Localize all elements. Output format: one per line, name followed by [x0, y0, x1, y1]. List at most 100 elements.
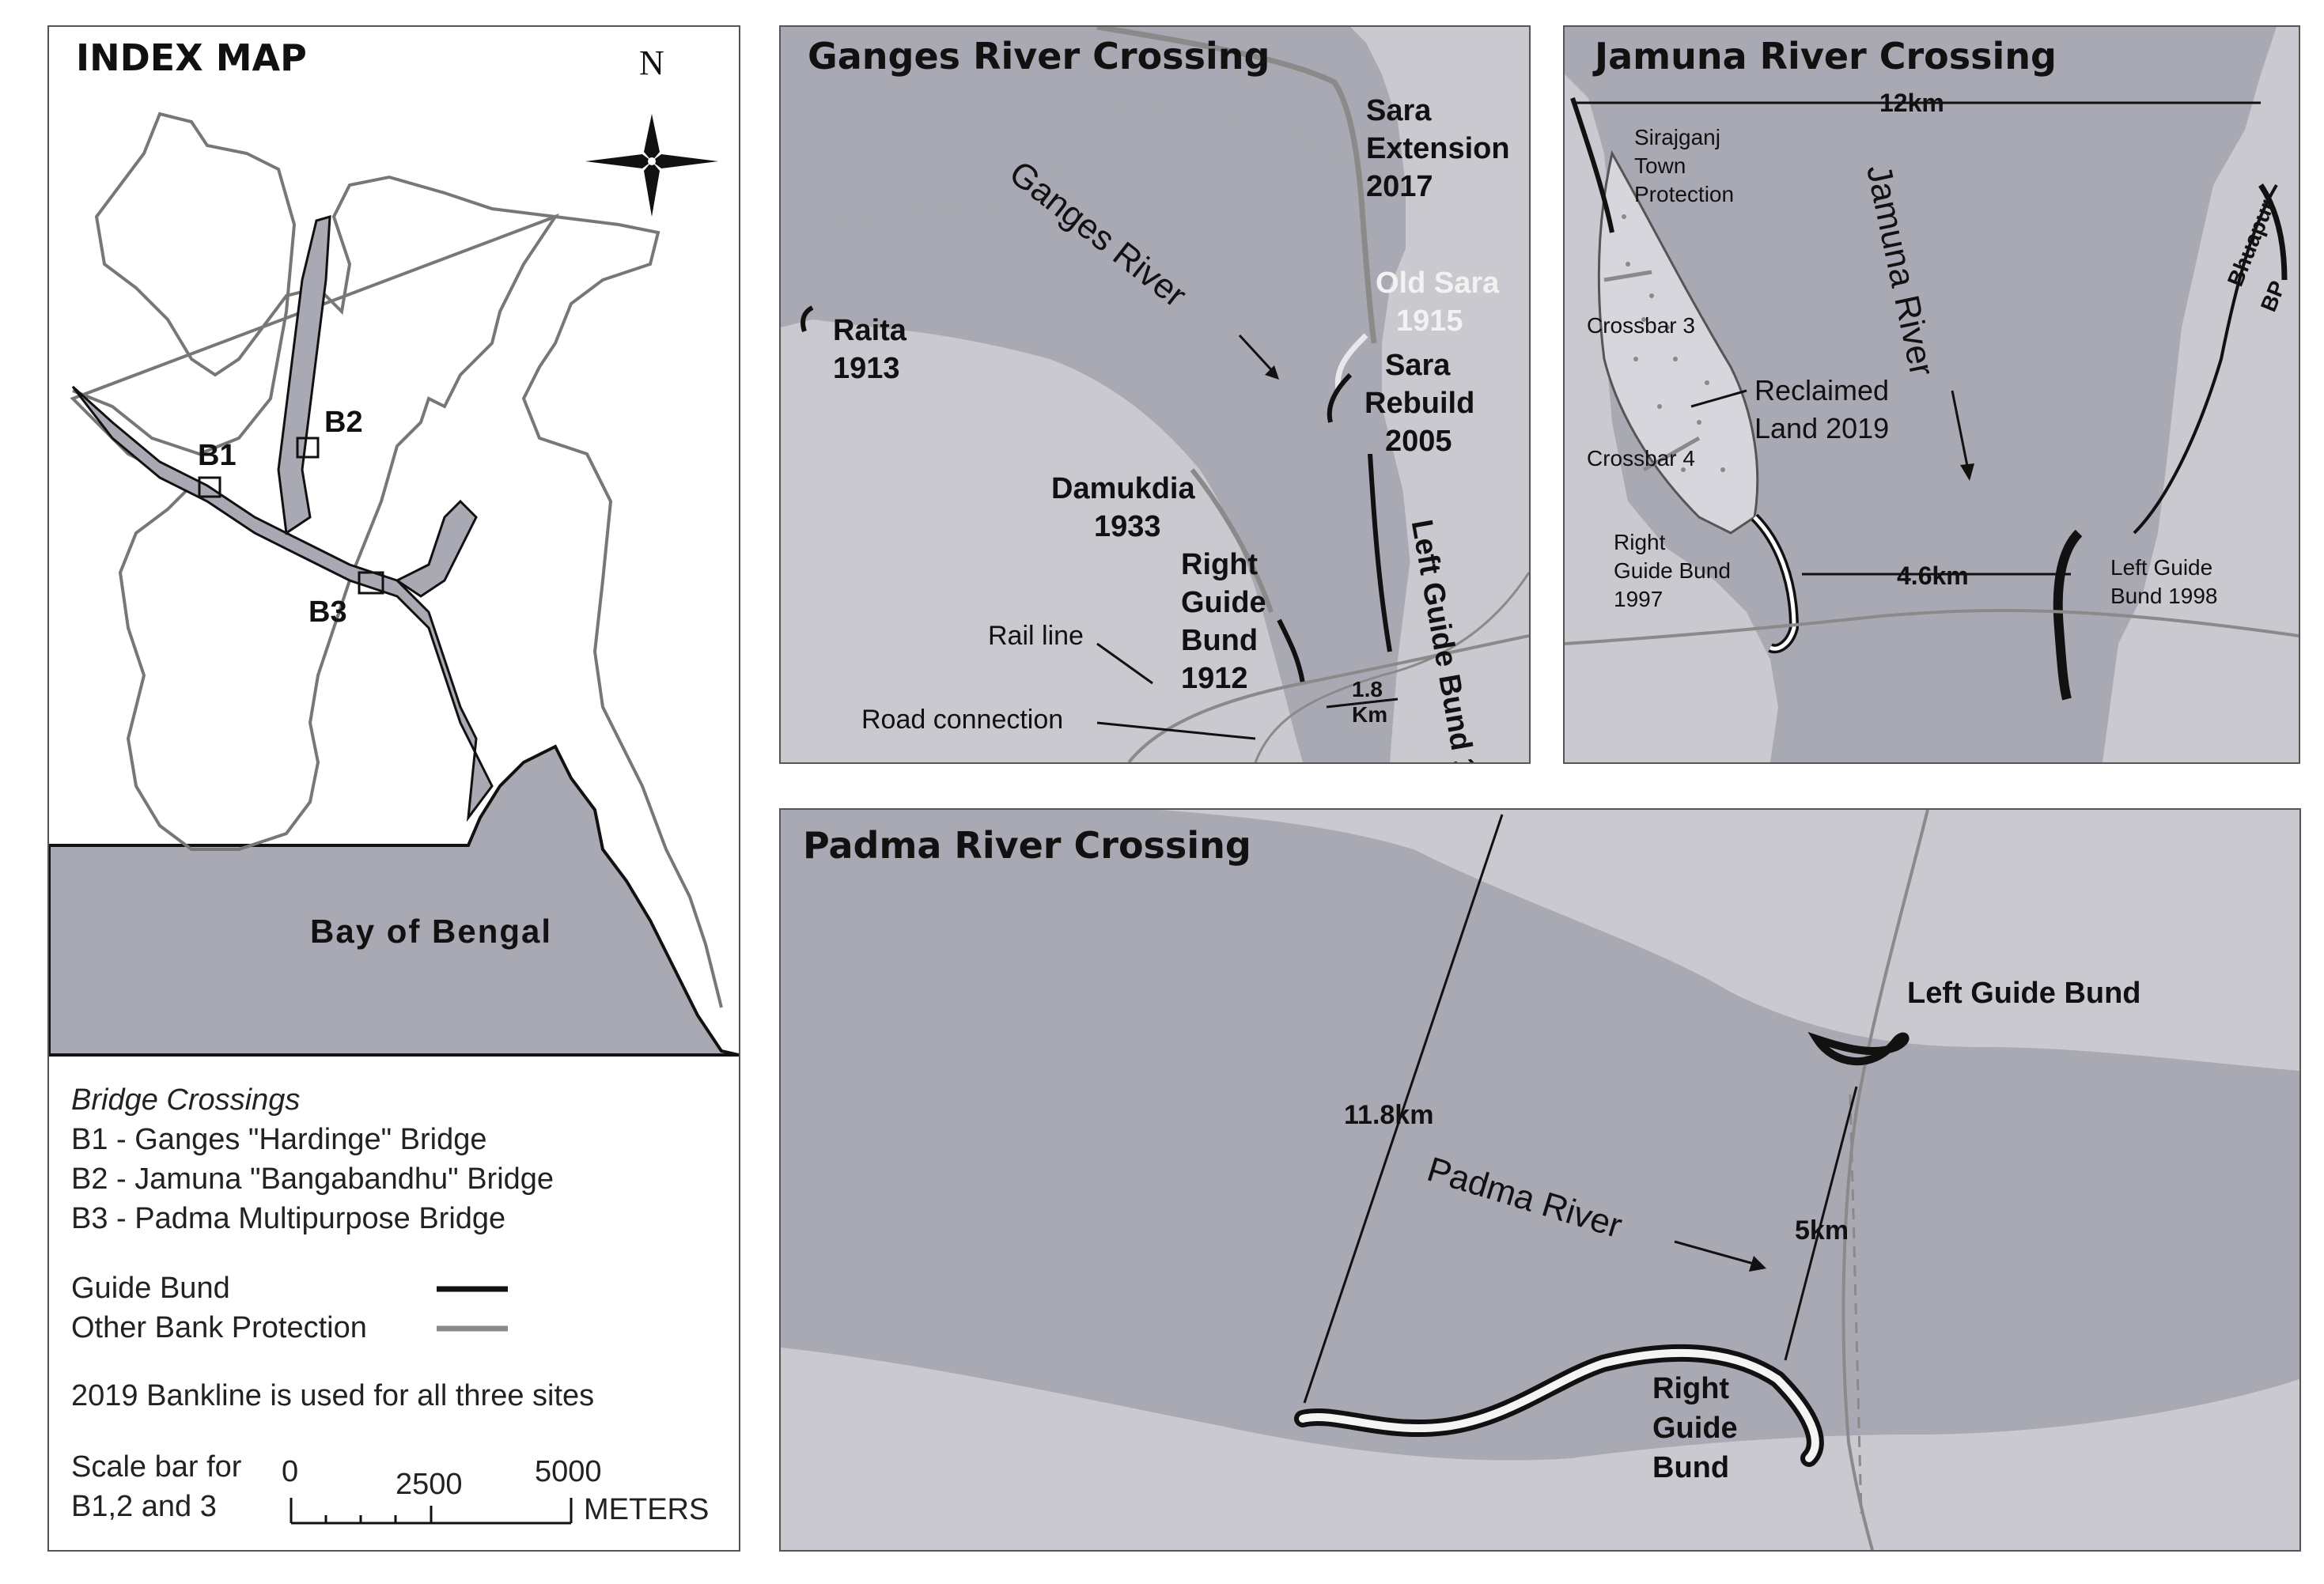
road-rail-line — [1565, 608, 2299, 645]
sara-ext-line2: Extension — [1366, 132, 1510, 165]
river-arrowhead-jamuna-icon — [1960, 463, 1974, 481]
damukdia-protection — [1190, 468, 1274, 613]
left-bank-land — [1366, 27, 1529, 762]
scale-tick-5000: 5000 — [535, 1455, 602, 1488]
legend-guide-bund: Guide Bund — [71, 1272, 230, 1305]
legend-item-b1: B1 - Ganges "Hardinge" Bridge — [71, 1123, 487, 1156]
river-arrow-jamuna — [1951, 390, 1970, 471]
country-outline — [70, 112, 723, 1008]
b2-location-box — [296, 437, 320, 459]
bay-of-bengal-label: Bay of Bengal — [310, 913, 553, 950]
width-label: 11.8km — [1344, 1100, 1434, 1130]
scale-tick-2500: 2500 — [396, 1468, 463, 1501]
reclaimed-line2: Land 2019 — [1754, 412, 1890, 444]
old-sara-protection — [1334, 333, 1368, 391]
jamuna-title: Jamuna River Crossing — [1595, 35, 2057, 77]
bay-of-bengal-water — [49, 744, 739, 1057]
damukdia-line2: 1933 — [1094, 510, 1161, 543]
right-guide-jamuna-line1: Right — [1614, 530, 1666, 554]
crossbar-3-label: Crossbar 3 — [1587, 313, 1695, 338]
right-bank-land — [781, 325, 1303, 762]
bridge-length-label: 5km — [1795, 1215, 1849, 1246]
width-line — [1303, 814, 1504, 1404]
old-sara-line2: 1915 — [1396, 304, 1463, 338]
legend-heading: Bridge Crossings — [71, 1083, 301, 1117]
scale-unit: METERS — [584, 1493, 710, 1526]
left-guide-bund-line — [1368, 453, 1392, 652]
rail-line-label: Rail line — [988, 621, 1084, 651]
padma-south-land — [781, 1348, 2299, 1550]
legend-item-b2: B2 - Jamuna "Bangabandhu" Bridge — [71, 1162, 555, 1196]
right-guide-line4: 1912 — [1181, 662, 1248, 695]
north-label: N — [639, 43, 664, 82]
padma-title: Padma River Crossing — [803, 824, 1251, 867]
road-leader — [1096, 721, 1256, 740]
jamuna-water — [1565, 27, 2277, 762]
meghna-river — [395, 499, 478, 598]
marker-b2: B2 — [324, 406, 363, 439]
reclaimed-land-stipple — [1622, 214, 1725, 472]
right-guide-bund-inner — [1753, 516, 1796, 651]
padma-water — [781, 810, 2299, 1461]
reclaimed-line1: Reclaimed — [1754, 374, 1890, 406]
north-arrow-icon — [585, 114, 718, 217]
river-arrow — [1238, 334, 1277, 376]
left-bank-protection — [2133, 183, 2278, 535]
sara-rebuild-guide — [1327, 372, 1353, 423]
sirajganj-line1: Sirajganj — [1634, 125, 1720, 149]
scale-caption-1: Scale bar for — [71, 1450, 242, 1484]
right-guide-bund-padma-inner — [1299, 1348, 1819, 1462]
index-map-panel: INDEX MAP N B1 B2 B3 Bay of Bengal Bridg… — [47, 25, 740, 1552]
damukdia-line1: Damukdia — [1051, 472, 1195, 505]
legend-item-b3: B3 - Padma Multipurpose Bridge — [71, 1202, 506, 1235]
sara-rebuild-line1: Sara — [1385, 349, 1451, 382]
old-sara-line1: Old Sara — [1376, 267, 1500, 300]
index-map-title: INDEX MAP — [76, 36, 307, 79]
jamuna-panel: Jamuna River Crossing 12km Sirajganj Tow… — [1563, 25, 2300, 764]
jamuna-river — [277, 214, 331, 535]
sirajganj-line3: Protection — [1634, 182, 1735, 206]
river-arrowhead-icon — [1265, 365, 1279, 380]
sara-rebuild-line2: Rebuild — [1364, 387, 1475, 420]
ganges-panel: Ganges River Crossing Ganges River Sara … — [779, 25, 1531, 764]
crossbar-4-label: Crossbar 4 — [1587, 446, 1695, 471]
ganges-padma-river — [71, 385, 494, 822]
ganges-map-graphic — [781, 27, 1529, 762]
reclaimed-land — [1597, 149, 1759, 535]
raita-line2: 1913 — [833, 352, 900, 385]
raita-guide — [801, 305, 814, 332]
distance-tick — [1326, 697, 1399, 709]
legend-other-protection: Other Bank Protection — [71, 1311, 367, 1344]
river-arrow-padma — [1674, 1240, 1754, 1265]
scale-caption-2: B1,2 and 3 — [71, 1490, 217, 1523]
road-connection-label: Road connection — [861, 705, 1064, 735]
bankline-note: 2019 Bankline is used for all three site… — [71, 1379, 595, 1412]
width-bridge-label: 4.6km — [1897, 561, 1969, 590]
right-guide-bund — [1277, 618, 1305, 684]
sara-ext-line3: 2017 — [1366, 170, 1433, 203]
marker-b1: B1 — [198, 439, 237, 472]
right-guide-padma-line2: Guide — [1652, 1412, 1738, 1445]
right-guide-jamuna-line2: Guide Bund — [1614, 558, 1731, 583]
distance-value: 1.8 — [1352, 677, 1383, 701]
rail-leader — [1096, 642, 1153, 685]
right-guide-jamuna-line3: 1997 — [1614, 587, 1664, 611]
sara-ext-line1: Sara — [1366, 94, 1432, 127]
padma-map-graphic — [781, 810, 2299, 1550]
rail-line — [1127, 634, 1529, 762]
distance-unit: Km — [1352, 702, 1388, 727]
ganges-title: Ganges River Crossing — [808, 35, 1270, 77]
sirajganj-line2: Town — [1634, 153, 1686, 178]
road-line — [1254, 572, 1529, 762]
index-map-graphic — [49, 112, 739, 1525]
left-guide-jamuna-line2: Bund 1998 — [2110, 584, 2218, 608]
ganges-water — [781, 27, 1414, 762]
padma-north-land — [781, 810, 2299, 1071]
bhuapur-protection — [2258, 183, 2288, 281]
b3-location-box — [358, 571, 384, 595]
jamuna-map-graphic — [1565, 27, 2299, 762]
right-guide-padma-line1: Right — [1652, 1372, 1730, 1405]
padma-bridge-dashed — [1849, 1094, 1863, 1514]
sara-rebuild-line3: 2005 — [1385, 425, 1452, 458]
scale-tick-0: 0 — [282, 1455, 299, 1488]
